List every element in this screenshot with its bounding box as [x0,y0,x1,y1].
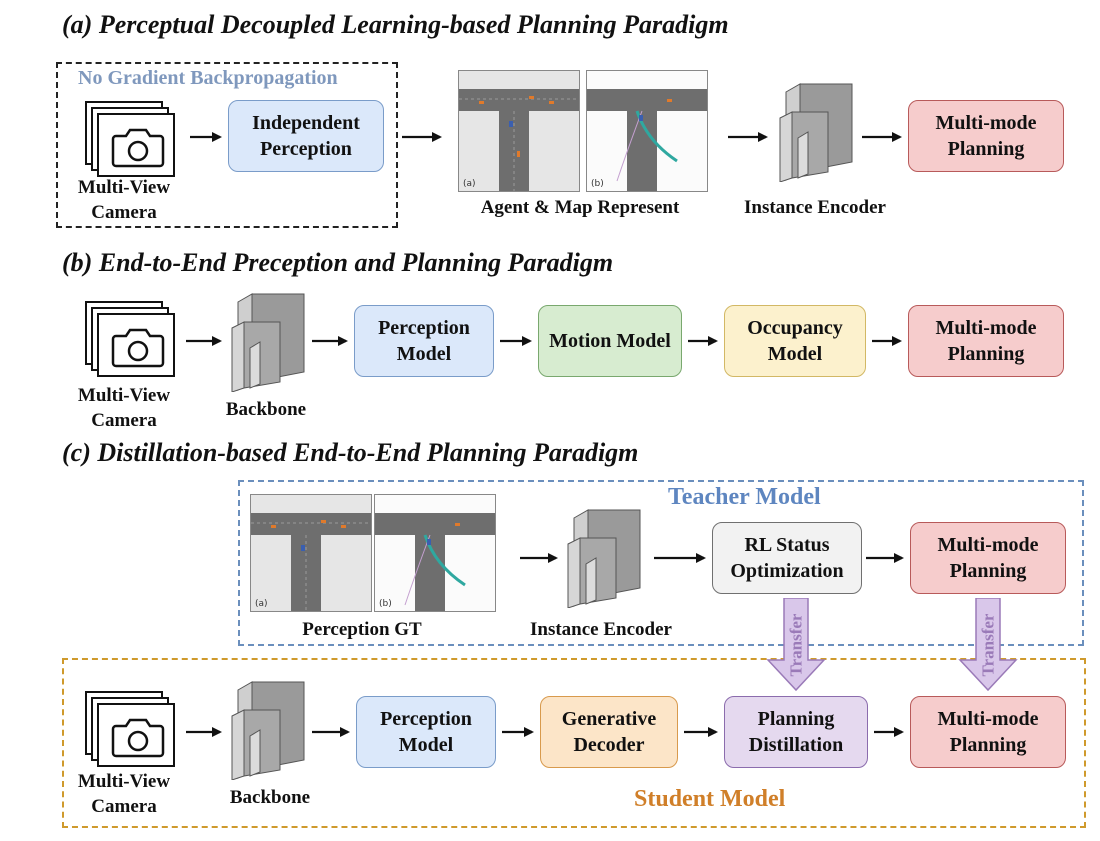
occupancy-model-box: Occupancy Model [724,305,866,377]
instance-encoder-icon-c [564,504,644,613]
multi-mode-planning-box-a: Multi-mode Planning [908,100,1064,172]
thumb-tag-c1: (a) [255,599,268,609]
independent-perception-box: Independent Perception [228,100,384,172]
camera-label-c: Multi-View Camera [77,771,171,817]
section-c-title: (c) Distillation-based End-to-End Planni… [62,438,639,467]
multi-mode-planning-box-b: Multi-mode Planning [908,305,1064,377]
section-a-title: (a) Perceptual Decoupled Learning-based … [62,10,729,39]
backbone-icon-c [228,676,308,785]
thumb-tag-a2: (b) [591,179,604,189]
no-gradient-frame [56,62,398,228]
rl-status-box: RL Status Optimization [712,522,862,594]
transfer-arrow-1 [766,597,826,692]
camera-label-a: Multi-View Camera [77,177,171,223]
instance-encoder-icon-a [776,78,856,187]
backbone-label-b: Backbone [225,399,307,420]
no-gradient-label: No Gradient Backpropagation [78,67,338,89]
perception-model-box-b: Perception Model [354,305,494,377]
thumb-tag-a1: (a) [463,179,476,189]
thumb-tag-c2: (b) [379,599,392,609]
camera-icon [84,100,184,180]
agent-map-thumb-a: (a) [458,70,580,192]
generative-decoder-box: Generative Decoder [540,696,678,768]
section-b-title: (b) End-to-End Preception and Planning P… [62,248,614,277]
instance-encoder-label-a: Instance Encoder [744,197,886,218]
backbone-label-c: Backbone [229,787,311,808]
instance-encoder-label-c: Instance Encoder [530,619,672,640]
student-label: Student Model [634,786,786,812]
motion-model-box: Motion Model [538,305,682,377]
multi-mode-planning-box-teacher: Multi-mode Planning [910,522,1066,594]
transfer-arrow-2 [958,597,1018,692]
backbone-icon-b [228,288,308,397]
teacher-label: Teacher Model [668,484,821,510]
camera-icon [84,300,184,380]
perception-gt-label: Perception GT [302,619,422,640]
camera-label-b: Multi-View Camera [77,385,171,431]
student-frame [62,658,1086,828]
multi-mode-planning-box-student: Multi-mode Planning [910,696,1066,768]
teacher-frame [238,480,1084,646]
agent-map-label: Agent & Map Represent [480,197,680,218]
planning-distillation-box: Planning Distillation [724,696,868,768]
perception-model-box-c: Perception Model [356,696,496,768]
agent-map-thumb-b: (b) [586,70,708,192]
gt-thumb-a: (a) [250,494,372,612]
camera-icon [84,690,184,770]
gt-thumb-b: (b) [374,494,496,612]
